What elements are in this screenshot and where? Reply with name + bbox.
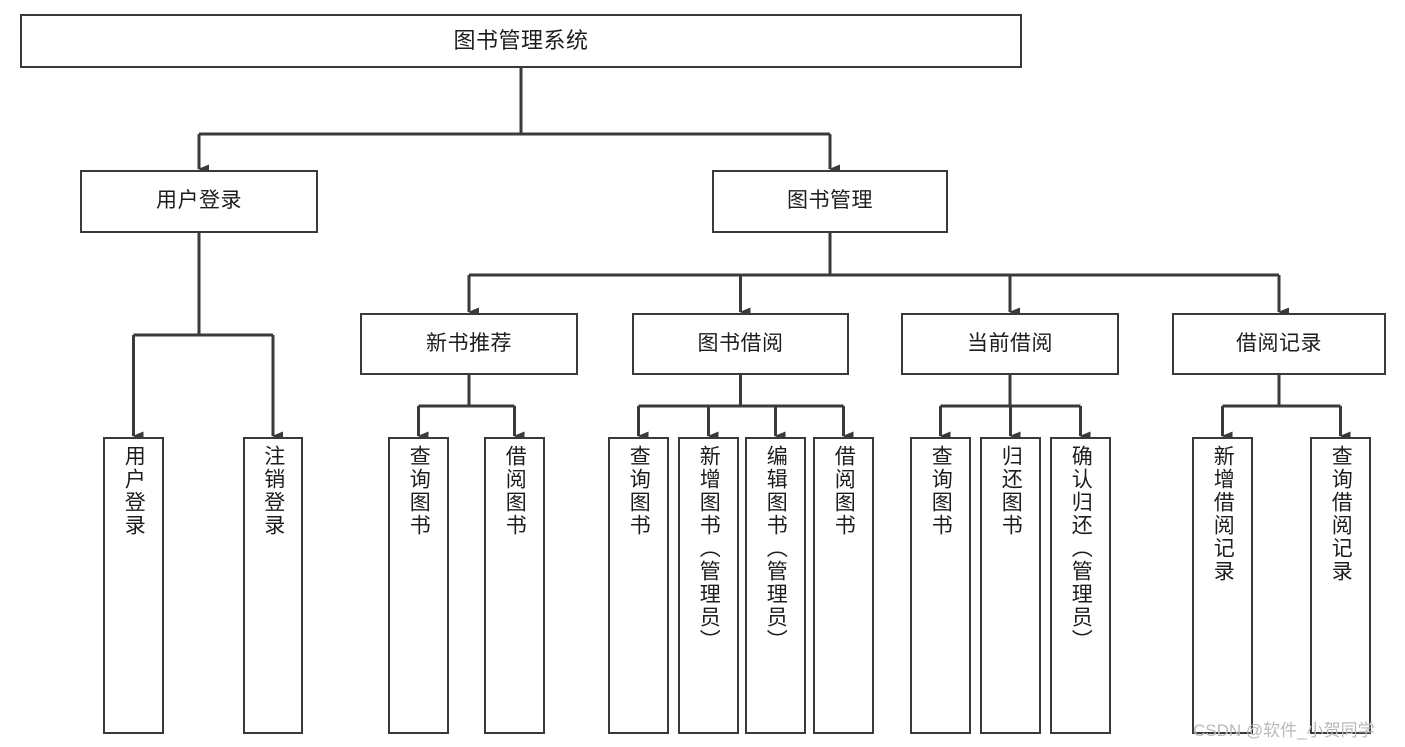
node-leaf-confirm-return[interactable]: 确认归还（管理员）	[1050, 437, 1111, 734]
node-leaf-borrow-book-recommend-label: 借阅图书	[503, 445, 527, 537]
node-current-borrow-label: 当前借阅	[967, 331, 1053, 355]
csdn-watermark: CSDN @软件_小贺同学	[1193, 721, 1375, 740]
node-leaf-add-borrow-record-label: 新增借阅记录	[1211, 445, 1235, 583]
node-leaf-add-book[interactable]: 新增图书（管理员）	[678, 437, 739, 734]
node-leaf-logout-login[interactable]: 注销登录	[243, 437, 303, 734]
node-user-login[interactable]: 用户登录	[80, 170, 318, 233]
node-book-borrow-label: 图书借阅	[697, 331, 784, 355]
node-leaf-logout-login-label: 注销登录	[261, 445, 285, 537]
node-new-book-recommend-label: 新书推荐	[426, 331, 512, 355]
node-book-manage-label: 图书管理	[787, 189, 873, 213]
node-leaf-user-login[interactable]: 用户登录	[103, 437, 164, 734]
node-root[interactable]: 图书管理系统	[20, 14, 1022, 68]
node-leaf-borrow-book[interactable]: 借阅图书	[813, 437, 874, 734]
node-borrow-record[interactable]: 借阅记录	[1172, 313, 1386, 375]
node-leaf-query-book-borrow-label: 查询图书	[627, 445, 651, 537]
node-leaf-query-book-current[interactable]: 查询图书	[910, 437, 971, 734]
node-leaf-return-book[interactable]: 归还图书	[980, 437, 1041, 734]
node-leaf-query-borrow-record-label: 查询借阅记录	[1329, 445, 1353, 583]
node-leaf-add-book-label: 新增图书（管理员）	[697, 445, 721, 652]
node-leaf-query-book-recommend-label: 查询图书	[407, 445, 431, 537]
node-leaf-query-book-recommend[interactable]: 查询图书	[388, 437, 449, 734]
node-leaf-edit-book-label: 编辑图书（管理员）	[764, 445, 788, 652]
node-book-manage[interactable]: 图书管理	[712, 170, 948, 233]
node-root-label: 图书管理系统	[453, 28, 589, 54]
node-new-book-recommend[interactable]: 新书推荐	[360, 313, 578, 375]
node-leaf-query-borrow-record[interactable]: 查询借阅记录	[1310, 437, 1371, 734]
node-leaf-return-book-label: 归还图书	[999, 445, 1023, 537]
node-leaf-add-borrow-record[interactable]: 新增借阅记录	[1192, 437, 1253, 734]
node-leaf-edit-book[interactable]: 编辑图书（管理员）	[745, 437, 806, 734]
node-leaf-query-book-current-label: 查询图书	[929, 445, 953, 537]
node-leaf-borrow-book-label: 借阅图书	[832, 445, 856, 537]
node-user-login-label: 用户登录	[156, 189, 242, 213]
node-leaf-confirm-return-label: 确认归还（管理员）	[1069, 445, 1093, 652]
node-current-borrow[interactable]: 当前借阅	[901, 313, 1119, 375]
node-leaf-borrow-book-recommend[interactable]: 借阅图书	[484, 437, 545, 734]
node-leaf-user-login-label: 用户登录	[122, 445, 146, 537]
node-borrow-record-label: 借阅记录	[1236, 331, 1322, 355]
node-book-borrow[interactable]: 图书借阅	[632, 313, 849, 375]
node-leaf-query-book-borrow[interactable]: 查询图书	[608, 437, 669, 734]
